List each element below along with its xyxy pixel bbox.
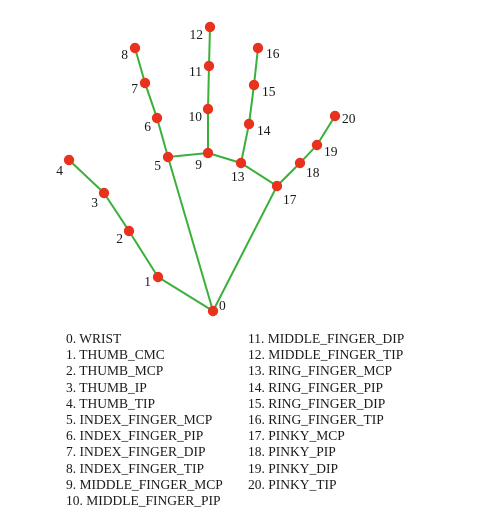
joint-11 — [203, 60, 215, 72]
joint-0 — [207, 305, 219, 317]
bone-5-9 — [167, 152, 209, 158]
joint-label-0: 0 — [219, 298, 226, 313]
joint-label-3: 3 — [91, 195, 98, 210]
joint-label-13: 13 — [231, 169, 245, 184]
legend-item: 3. THUMB_IP — [66, 379, 147, 395]
joint-6 — [151, 112, 163, 124]
bone-17-18 — [276, 162, 301, 187]
bone-connections — [68, 26, 336, 312]
joint-label-20: 20 — [342, 111, 356, 126]
bone-2-3 — [103, 192, 130, 232]
joint-7 — [139, 77, 151, 89]
bone-3-4 — [68, 159, 105, 194]
legend-item: 12. MIDDLE_FINGER_TIP — [248, 347, 404, 363]
joint-17 — [271, 180, 283, 192]
joint-label-4: 4 — [56, 163, 63, 178]
legend-item: 14. RING_FINGER_PIP — [248, 379, 384, 395]
joint-14 — [243, 118, 255, 130]
joint-3 — [98, 187, 110, 199]
joint-label-18: 18 — [306, 165, 320, 180]
joint-9 — [202, 147, 214, 159]
bone-1-2 — [128, 230, 159, 278]
joint-label-17: 17 — [283, 192, 297, 207]
joint-label-6: 6 — [144, 119, 151, 134]
legend-item: 17. PINKY_MCP — [248, 428, 345, 444]
legend-item: 6. INDEX_FINGER_PIP — [66, 428, 204, 444]
legend-item: 7. INDEX_FINGER_DIP — [66, 444, 206, 460]
legend-item: 9. MIDDLE_FINGER_MCP — [66, 476, 223, 492]
joint-label-15: 15 — [262, 84, 276, 99]
joint-label-16: 16 — [266, 46, 280, 61]
legend-item: 1. THUMB_CMC — [66, 347, 165, 363]
bone-7-8 — [134, 47, 146, 84]
joint-15 — [248, 79, 260, 91]
legend-item: 2. THUMB_MCP — [66, 363, 164, 379]
joint-label-1: 1 — [144, 274, 151, 289]
legend-item: 15. RING_FINGER_DIP — [248, 395, 386, 411]
joint-20 — [329, 110, 341, 122]
joint-19 — [311, 139, 323, 151]
joint-label-14: 14 — [257, 123, 271, 138]
joint-16 — [252, 42, 264, 54]
legend-item: 11. MIDDLE_FINGER_DIP — [248, 331, 405, 346]
bone-10-11 — [207, 65, 210, 110]
legend-item: 4. THUMB_TIP — [66, 395, 156, 411]
legend-item: 18. PINKY_PIP — [248, 444, 336, 460]
bone-0-1 — [157, 276, 214, 312]
joint-label-2: 2 — [116, 231, 123, 246]
joint-13 — [235, 157, 247, 169]
joint-2 — [123, 225, 135, 237]
bone-0-17 — [212, 185, 278, 312]
joint-4 — [63, 154, 75, 166]
joint-1 — [152, 271, 164, 283]
joint-label-7: 7 — [131, 81, 138, 96]
joint-label-8: 8 — [121, 47, 128, 62]
joint-10 — [202, 103, 214, 115]
joint-5 — [162, 151, 174, 163]
bone-13-14 — [240, 123, 250, 164]
joint-8 — [129, 42, 141, 54]
joint-18 — [294, 157, 306, 169]
joint-label-11: 11 — [189, 64, 202, 79]
legend-item: 10. MIDDLE_FINGER_PIP — [66, 493, 221, 509]
bone-15-16 — [253, 47, 259, 86]
bone-13-17 — [240, 162, 278, 187]
joint-12 — [204, 21, 216, 33]
legend-column-right: 11. MIDDLE_FINGER_DIP 12. MIDDLE_FINGER_… — [248, 331, 404, 493]
joint-label-19: 19 — [324, 144, 338, 159]
legend-item: 5. INDEX_FINGER_MCP — [66, 412, 213, 428]
legend-item: 0. WRIST — [66, 331, 122, 346]
joint-points — [63, 21, 341, 317]
legend-item: 20. PINKY_TIP — [248, 476, 337, 492]
legend-item: 16. RING_FINGER_TIP — [248, 412, 384, 428]
joint-label-9: 9 — [195, 157, 202, 172]
legend-column-left: 0. WRIST 1. THUMB_CMC 2. THUMB_MCP 3. TH… — [66, 331, 223, 509]
bone-11-12 — [208, 26, 211, 67]
legend-item: 8. INDEX_FINGER_TIP — [66, 460, 204, 476]
bone-19-20 — [316, 115, 336, 146]
bone-0-5 — [167, 156, 214, 312]
legend-item: 13. RING_FINGER_MCP — [248, 363, 393, 379]
bone-9-13 — [207, 152, 242, 164]
bone-5-6 — [156, 117, 169, 158]
joint-label-12: 12 — [190, 27, 204, 42]
bone-14-15 — [248, 84, 255, 125]
legend-item: 19. PINKY_DIP — [248, 460, 339, 476]
joint-label-10: 10 — [189, 109, 203, 124]
joint-label-5: 5 — [154, 158, 161, 173]
bone-6-7 — [144, 82, 158, 119]
